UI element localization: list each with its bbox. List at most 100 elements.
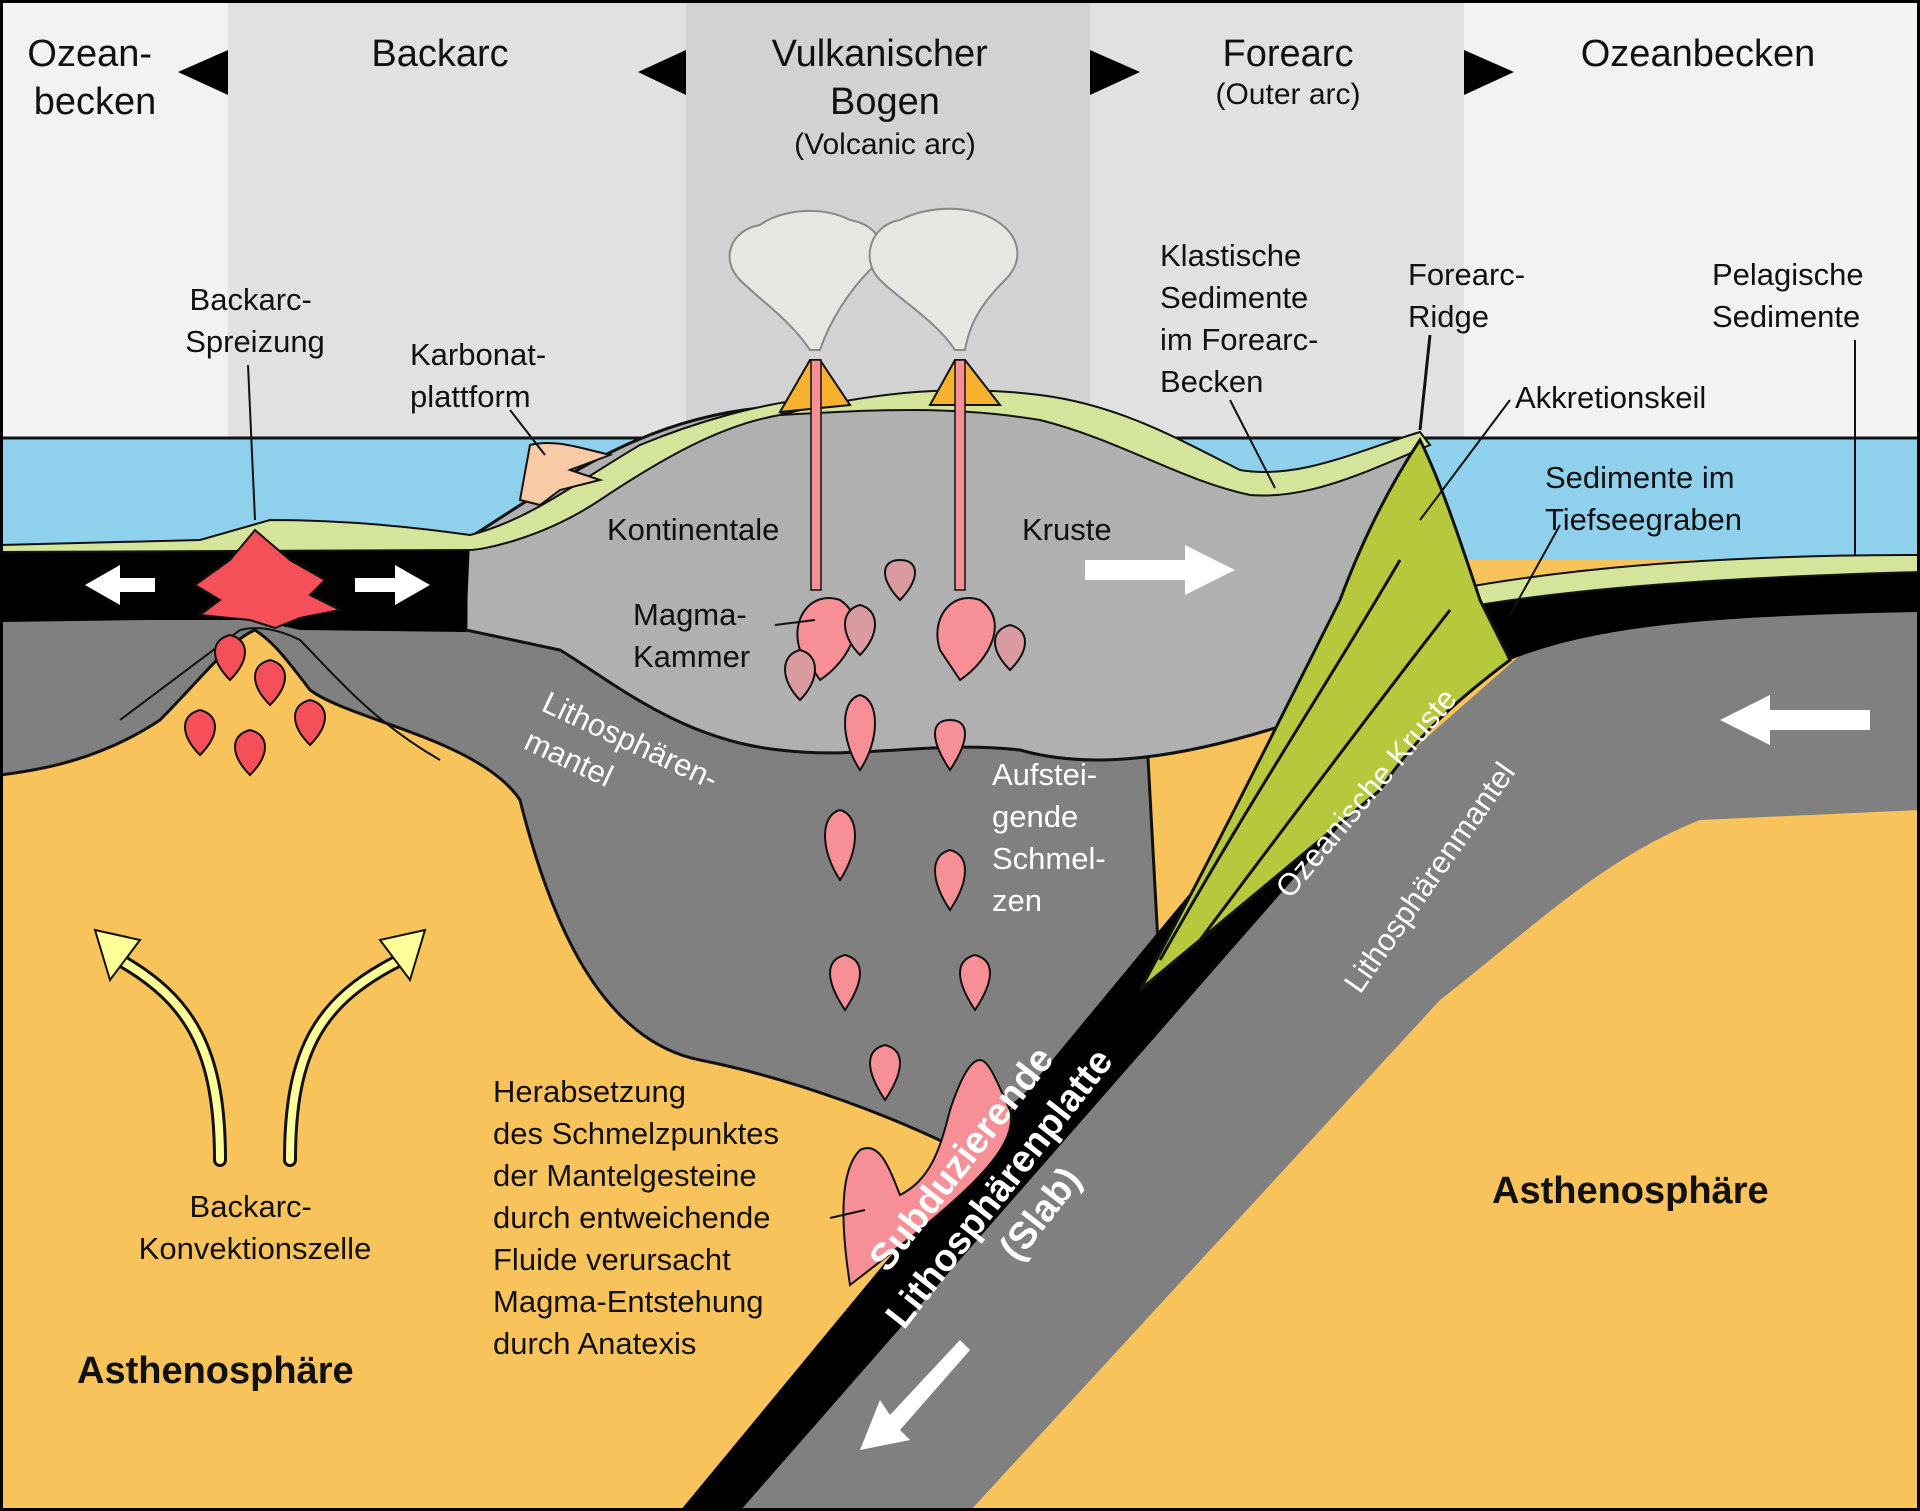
convection-arrow-left-fill <box>116 956 224 1164</box>
sky-band-backarc <box>228 0 686 440</box>
zone-ocean-left-line-1: Ozean- <box>27 33 152 75</box>
arrow-white-ocean <box>1720 695 1870 745</box>
label-convection-cell-line-1: Backarc- <box>190 1189 312 1224</box>
zone-ocean-right: Ozeanbecken <box>1581 33 1816 75</box>
label-rising-melts-line-4: zen <box>992 883 1042 918</box>
arrow-white-left <box>85 565 155 605</box>
slab-melt <box>842 1058 1013 1287</box>
label-clastic-sediments-line-3: im Forearc- <box>1160 322 1318 357</box>
label-melting-point-line-4: durch entweichende <box>493 1200 770 1235</box>
label-carbonate-platform: Karbonat- plattform <box>410 337 555 414</box>
zone-ocean-left: Ozean- becken <box>27 33 162 123</box>
leader-magma-chamber <box>774 619 816 626</box>
label-melting-point-line-3: der Mantelgesteine <box>493 1158 757 1193</box>
zone-ocean-left-line-2: becken <box>34 81 157 123</box>
label-convection-cell-line-2: Konvektionszelle <box>139 1231 372 1266</box>
magma-blob-3 <box>994 623 1026 672</box>
label-magma-chamber-line-2: Kammer <box>633 639 750 674</box>
label-convection-cell: Backarc- Konvektionszelle <box>139 1189 372 1266</box>
zone-arrow-2 <box>638 50 686 95</box>
sky-band-ocean-right <box>1464 0 1920 440</box>
leader-accretionary <box>1419 399 1511 521</box>
label-carbonate-platform-line-2: plattform <box>410 379 531 414</box>
label-rising-melts-line-1: Aufstei- <box>992 757 1097 792</box>
label-pelagic-sediments: Pelagische Sedimente <box>1712 257 1872 334</box>
label-melting-point-line-7: durch Anatexis <box>493 1326 696 1361</box>
spreading-magma <box>193 528 344 630</box>
label-trench-sediments-line-1: Sedimente im <box>1545 460 1735 495</box>
sky-band-forearc <box>1090 0 1464 440</box>
backarc-drop-2 <box>254 658 286 707</box>
label-rising-melts-line-2: gende <box>992 799 1078 834</box>
zone-volcanic-arc-line-1: Vulkanischer <box>772 33 988 75</box>
zone-arrow-3 <box>1090 50 1140 95</box>
conduit-left <box>810 359 822 591</box>
zone-volcanic-arc-en: (Volcanic arc) <box>794 128 976 161</box>
accretionary-wedge <box>1138 437 1512 992</box>
wedge-thrust-1 <box>1158 559 1402 961</box>
leader-clastic <box>1229 399 1276 489</box>
conduit-right <box>954 359 966 591</box>
melt-drop-2 <box>934 718 966 772</box>
label-asthenosphere-right: Asthenosphäre <box>1492 1170 1769 1212</box>
convection-arrow-left-head <box>93 928 142 983</box>
label-backarc-spreading: Backarc- Spreizung <box>185 282 325 359</box>
sediment-layer-arc <box>779 389 1432 497</box>
carbonate-platform <box>518 441 614 507</box>
arrow-white-slab <box>860 1340 970 1450</box>
label-trench-sediments: Sedimente im Tiefseegraben <box>1545 460 1743 537</box>
melt-drop-1 <box>844 693 876 772</box>
melt-drop-4 <box>934 848 966 912</box>
subducting-plate <box>680 572 1920 1511</box>
leader-trench <box>1509 524 1561 616</box>
zone-forearc: Forearc <box>1223 33 1354 75</box>
sediment-layer-left <box>0 398 804 554</box>
label-continental: Kontinentale <box>607 512 779 547</box>
leader-melt <box>829 1209 866 1219</box>
label-forearc-ridge-line-1: Forearc- <box>1408 257 1525 292</box>
zone-arrow-1 <box>178 50 228 95</box>
arrow-white-crust <box>1085 545 1235 595</box>
wedge-thrust-2 <box>1198 609 1452 941</box>
lithosphere-mantle-right <box>720 590 1920 1511</box>
label-rising-melts: Aufstei- gende Schmel- zen <box>992 757 1114 918</box>
label-crust: Kruste <box>1022 512 1112 547</box>
label-clastic-sediments-line-4: Becken <box>1160 364 1263 399</box>
leader-forearc-ridge <box>1418 334 1432 431</box>
label-carbonate-platform-line-1: Karbonat- <box>410 337 546 372</box>
label-melting-point-line-6: Magma-Entstehung <box>493 1284 764 1319</box>
magma-blob-4 <box>784 648 816 702</box>
magma-chamber-right <box>936 597 996 682</box>
melt-drop-3 <box>824 808 856 882</box>
zone-volcanic-arc: Vulkanischer Bogen <box>772 33 999 123</box>
label-forearc-ridge: Forearc- Ridge <box>1408 257 1534 334</box>
label-clastic-sediments-line-2: Sedimente <box>1160 280 1308 315</box>
label-backarc-spreading-line-1: Backarc- <box>190 282 312 317</box>
label-rising-melts-line-3: Schmel- <box>992 841 1106 876</box>
leader-carbonate <box>509 409 546 456</box>
label-clastic-sediments: Klastische Sedimente im Forearc- Becken <box>1160 238 1327 399</box>
label-pelagic-sediments-line-2: Sedimente <box>1712 299 1860 334</box>
label-melting-point-line-2: des Schmelzpunktes <box>493 1116 779 1151</box>
zone-forearc-en: (Outer arc) <box>1215 78 1360 111</box>
sky-band-volcanic-arc <box>686 0 1090 440</box>
backarc-drop-4 <box>234 728 266 777</box>
label-melting-point-line-1: Herabsetzung <box>493 1074 686 1109</box>
convection-arrow-right-fill <box>286 956 404 1164</box>
label-magma-chamber-line-1: Magma- <box>633 597 747 632</box>
label-magma-chamber: Magma- Kammer <box>633 597 755 674</box>
label-melting-point: Herabsetzung des Schmelzpunktes der Mant… <box>493 1074 788 1361</box>
zone-volcanic-arc-line-2: Bogen <box>830 81 940 123</box>
backarc-drop-1 <box>214 633 246 682</box>
convection-arrow-right-head <box>378 928 427 983</box>
zone-arrow-4 <box>1464 50 1514 95</box>
melt-drop-6 <box>959 953 991 1012</box>
label-forearc-ridge-line-2: Ridge <box>1408 299 1489 334</box>
ash-cloud-right <box>868 207 1019 351</box>
melt-drop-7 <box>869 1043 901 1102</box>
spreading-rise <box>119 627 441 761</box>
label-trench-sediments-line-2: Tiefseegraben <box>1545 502 1742 537</box>
zone-backarc: Backarc <box>371 33 508 75</box>
label-melting-point-line-5: Fluide verursacht <box>493 1242 731 1277</box>
